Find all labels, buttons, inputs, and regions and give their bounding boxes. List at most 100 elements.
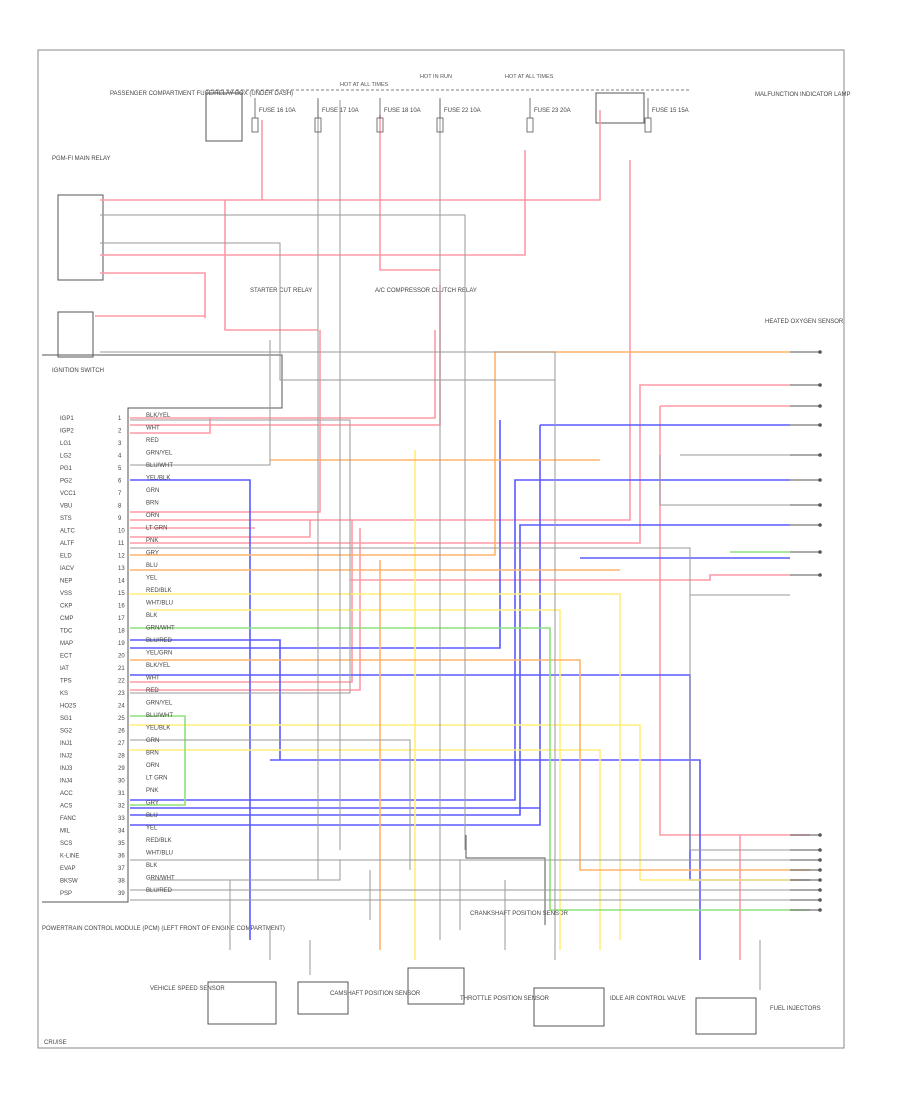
wire-color-label: WHT [146,426,160,432]
pcm-pin-number: 10 [118,529,125,535]
pcm-pin-number: 36 [118,854,125,860]
sensor-br3-label: FUEL INJECTORS [770,1006,821,1012]
wire-color-label: BLK [146,613,157,619]
ignition-switch-box [57,311,94,358]
wire-red-3 [100,199,318,331]
fuse-label: FUSE 16 10A [259,108,296,114]
pcm-pin-label: CKP [60,604,72,610]
connector-terminal [818,848,822,852]
pcm-pin-label: PG2 [60,479,73,485]
wire-red-7 [130,330,321,513]
pcm-pin-label: ECT [60,654,72,660]
wire-blue-26 [130,479,790,801]
fuse-bracket-right [595,92,645,124]
fuse-label: FUSE 15 15A [652,108,689,114]
footer-label: CRUISE [44,1040,67,1046]
pcm-pin-number: 16 [118,604,125,610]
wire-red-12 [130,528,361,691]
relay-right-label: A/C COMPRESSOR CLUTCH RELAY [375,288,477,294]
wire-blue-28 [130,524,790,816]
pcm-pin-number: 26 [118,729,125,735]
pcm-pin-number: 32 [118,804,125,810]
pcm-pin-label: HO2S [60,704,76,710]
wire-color-label: LT GRN [146,776,167,782]
connector-terminal [818,503,822,507]
sensor-box-br2 [695,997,757,1035]
connector-terminal [818,878,822,882]
sensor-mid-label: CRANKSHAFT POSITION SENSOR [470,911,569,917]
wire-red-5 [100,272,206,318]
pcm-pin-label: INJ2 [60,754,73,760]
wire-gray-55 [150,860,341,881]
sensor-box-mid [407,967,465,1005]
pcm-pin-number: 6 [118,479,122,485]
pcm-pin-label: STS [60,516,72,522]
wire-color-label: YEL/BLK [146,726,170,732]
sensor-box-bm [297,981,349,1015]
sensor-bm-label: CAMSHAFT POSITION SENSOR [330,991,421,997]
pcm-pin-label: VBU [60,504,72,510]
wire-color-label: BRN [146,501,159,507]
wire-color-label: RED [146,688,159,694]
pcm-pin-label: FANC [60,816,77,822]
pcm-pin-label: IGP1 [60,416,74,422]
wire-color-label: YEL/BLK [146,476,170,482]
sensor-br1-label: THROTTLE POSITION SENSOR [460,996,550,1002]
pcm-pin-label: MIL [60,829,71,835]
right-top-label: MALFUNCTION INDICATOR LAMP [755,92,850,98]
pcm-pin-label: ALTC [60,529,76,535]
header-fuse-right: HOT AT ALL TIMES [505,74,554,80]
pcm-pin-label: ACS [60,804,72,810]
wire-gray-51 [130,739,411,870]
ecm-label: POWERTRAIN CONTROL MODULE (PCM) (LEFT FR… [42,926,285,932]
wire-red-8 [130,160,631,521]
connector-terminal [818,833,822,837]
wire-color-label: BRN [146,751,159,757]
pcm-pin-number: 24 [118,704,125,710]
pcm-pin-label: TPS [60,679,72,685]
sensor-box-bl [207,981,277,1025]
wire-color-label: GRN/YEL [146,451,173,457]
pcm-pin-number: 3 [118,441,122,447]
fuse-label: FUSE 23 20A [534,108,571,114]
sensor-br2-label: IDLE AIR CONTROL VALVE [610,996,686,1002]
pcm-pin-number: 11 [118,541,125,547]
pcm-pin-number: 4 [118,454,122,460]
wire-color-label: GRN/YEL [146,701,173,707]
pcm-pin-number: 19 [118,641,125,647]
pcm-pin-label: EVAP [60,866,76,872]
connector-terminal [818,383,822,387]
pcm-pin-label: INJ1 [60,741,73,747]
connector-terminal [818,573,822,577]
wire-yellow-37 [150,609,561,950]
wire-red-4 [100,150,526,256]
pcm-pin-number: 27 [118,741,125,747]
wire-blue-31 [270,759,701,960]
right-mid-label: HEATED OXYGEN SENSOR [765,319,844,325]
pcm-pin-label: INJ3 [60,766,73,772]
wire-red-10 [130,520,311,538]
wire-color-label: GRN/WHT [146,626,175,632]
connector-terminal [818,404,822,408]
main-relay-box [57,194,104,281]
wire-color-label: ORN [146,513,159,519]
main-relay-label: PGM-FI MAIN RELAY [52,156,111,162]
pcm-pin-number: 31 [118,791,125,797]
connector-terminal [818,523,822,527]
pcm-pin-number: 25 [118,716,125,722]
wire-color-label: LT GRN [146,526,167,532]
pcm-pin-number: 28 [118,754,125,760]
wire-red-0 [130,330,436,419]
connector-terminal [818,423,822,427]
sensor-bl-label: VEHICLE SPEED SENSOR [150,986,225,992]
pcm-pin-number: 18 [118,629,125,635]
component-boxes [42,92,757,1035]
pcm-pin-number: 13 [118,566,125,572]
pcm-pin-label: LG2 [60,454,72,460]
pcm-pin-number: 5 [118,466,122,472]
connector-terminal [818,888,822,892]
wire-color-label: YEL [146,576,158,582]
pcm-pin-label: LG1 [60,441,72,447]
